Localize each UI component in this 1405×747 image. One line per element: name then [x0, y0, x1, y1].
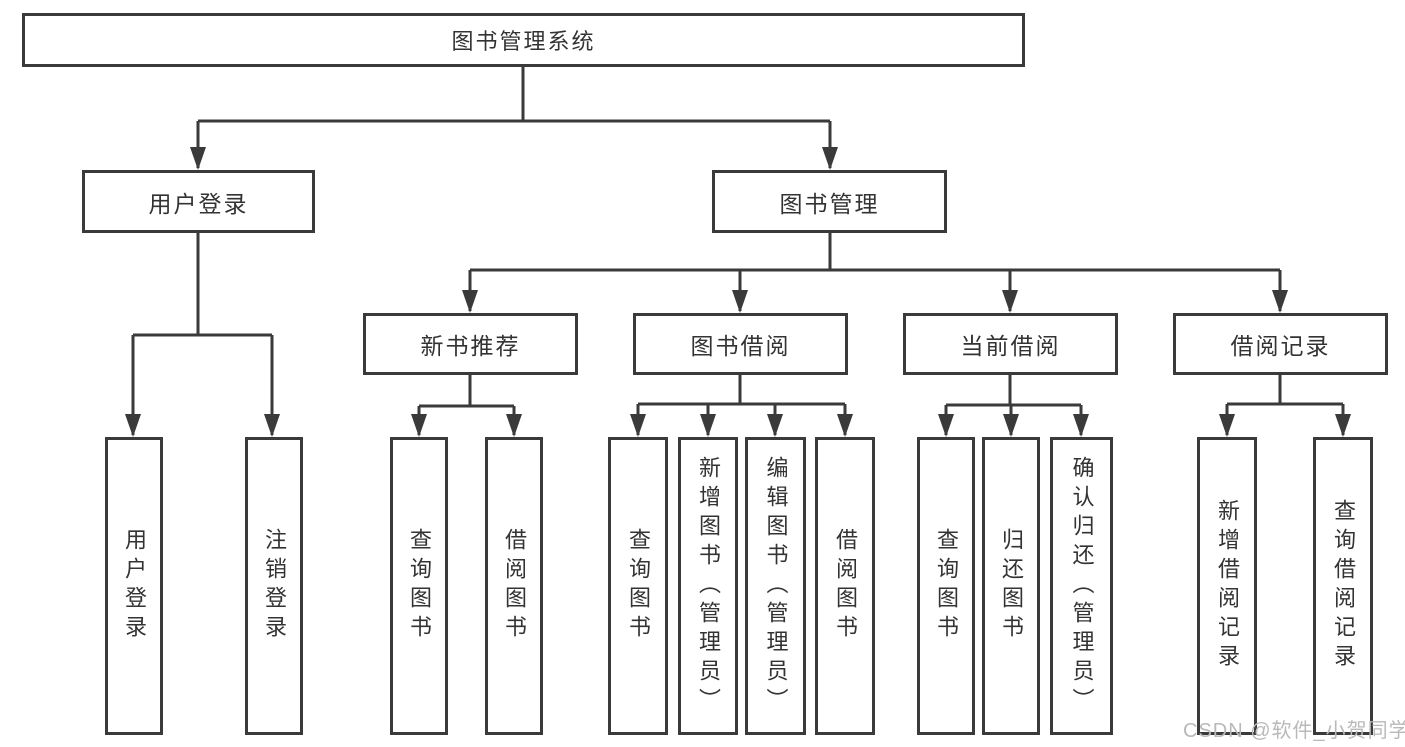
node-root-label: 图书管理系统 [451, 29, 596, 54]
arrow-down-icon [1003, 414, 1019, 437]
arrow-down-icon [938, 414, 954, 437]
node-new-book-recommend: 新书推荐 [363, 313, 578, 375]
leaf-label: 借阅图书 [833, 528, 858, 644]
leaf-add-books-admin: 新增图书（管理员） [678, 437, 738, 735]
leaf-label: 确认归还（管理员） [1069, 455, 1095, 717]
arrow-down-icon [462, 290, 478, 313]
leaf-borrow-books-recommend: 借阅图书 [485, 437, 543, 735]
arrow-down-icon [732, 290, 748, 313]
node-label: 图书管理 [779, 190, 880, 217]
node-user-login: 用户登录 [82, 170, 315, 233]
leaf-label: 新增图书（管理员） [696, 455, 721, 717]
leaf-edit-books-admin: 编辑图书（管理员） [745, 437, 806, 735]
leaf-label: 查询图书 [407, 528, 432, 644]
arrow-down-icon [264, 414, 280, 437]
arrow-down-icon [1219, 414, 1235, 437]
leaf-label: 新增借阅记录 [1215, 499, 1240, 673]
arrow-down-icon [630, 414, 646, 437]
leaf-return-books: 归还图书 [982, 437, 1040, 735]
leaf-add-borrow-record: 新增借阅记录 [1197, 437, 1257, 735]
tree-edges [131, 66, 1345, 435]
arrow-heads [125, 147, 1351, 437]
leaf-query-books-current: 查询图书 [917, 437, 975, 735]
leaf-confirm-return-admin: 确认归还（管理员） [1050, 437, 1113, 735]
arrow-down-icon [700, 414, 716, 437]
node-label: 新书推荐 [420, 333, 521, 359]
leaf-query-books-recommend: 查询图书 [390, 437, 448, 735]
node-book-management: 图书管理 [712, 170, 947, 233]
arrow-down-icon [1002, 290, 1018, 313]
leaf-query-borrow-record: 查询借阅记录 [1313, 437, 1373, 735]
node-label: 图书借阅 [690, 333, 791, 359]
leaf-borrow-books: 借阅图书 [815, 437, 875, 735]
arrow-down-icon [190, 147, 206, 170]
leaf-user-login: 用户登录 [105, 437, 163, 735]
leaf-label: 查询借阅记录 [1331, 499, 1356, 673]
leaf-label: 查询图书 [934, 528, 959, 644]
leaf-label: 编辑图书（管理员） [763, 455, 789, 717]
leaf-label: 用户登录 [122, 528, 147, 644]
node-current-borrow: 当前借阅 [903, 313, 1118, 375]
arrow-down-icon [822, 147, 838, 170]
leaf-query-books-borrow: 查询图书 [608, 437, 668, 735]
arrow-down-icon [1073, 414, 1089, 437]
leaf-label: 查询图书 [626, 528, 651, 644]
node-borrow-records: 借阅记录 [1173, 313, 1388, 375]
arrow-down-icon [125, 414, 141, 437]
node-label: 当前借阅 [960, 333, 1061, 359]
leaf-label: 归还图书 [999, 528, 1024, 644]
node-root: 图书管理系统 [22, 13, 1025, 67]
arrow-down-icon [767, 414, 783, 437]
arrow-down-icon [506, 414, 522, 437]
node-book-borrow: 图书借阅 [633, 313, 848, 375]
arrow-down-icon [837, 414, 853, 437]
node-label: 借阅记录 [1230, 333, 1331, 359]
leaf-label: 注销登录 [262, 528, 287, 644]
leaf-label: 借阅图书 [502, 528, 527, 644]
leaf-logout: 注销登录 [245, 437, 303, 735]
node-label: 用户登录 [148, 190, 249, 217]
arrow-down-icon [411, 414, 427, 437]
watermark: CSDN @软件_小贺同学 [1183, 720, 1405, 742]
arrow-down-icon [1335, 414, 1351, 437]
arrow-down-icon [1272, 290, 1288, 313]
